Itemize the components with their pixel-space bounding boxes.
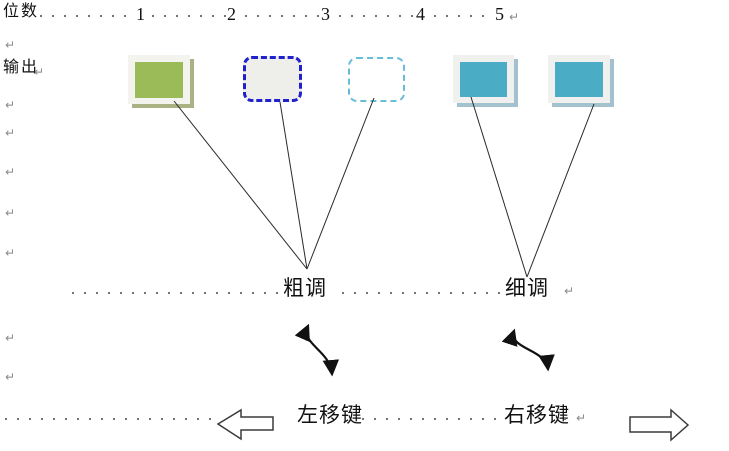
output-row-label: 输出 xyxy=(3,59,40,76)
output-box-4-fill xyxy=(460,62,507,97)
paragraph-mark-icon: ↵ xyxy=(5,165,16,179)
output-box-3-dashed-cyan[interactable] xyxy=(348,57,405,102)
right-block-arrow[interactable] xyxy=(629,408,690,442)
output-box-4-solid-teal[interactable] xyxy=(453,55,514,103)
paragraph-mark-icon: ↵ xyxy=(5,370,16,384)
output-box-1-solid-green[interactable] xyxy=(128,55,190,104)
fine-connector-lines xyxy=(470,96,595,278)
coarse-tune-label: 粗调 xyxy=(283,276,327,300)
fine-wavy-double-arrow[interactable] xyxy=(501,328,555,372)
digit-2: 2 xyxy=(227,4,236,24)
dotted-leader xyxy=(72,292,281,294)
paragraph-mark-icon: ↵ xyxy=(564,284,575,298)
digits-row-label: 位数 xyxy=(3,3,40,20)
paragraph-mark-icon: ↵ xyxy=(5,206,16,220)
paragraph-mark-icon: ↵ xyxy=(5,331,16,345)
dotted-leader xyxy=(342,292,502,294)
dotted-leader xyxy=(40,15,134,17)
digit-3: 3 xyxy=(321,4,330,24)
dotted-leader xyxy=(564,418,574,420)
digit-5: 5 xyxy=(495,4,504,24)
dotted-leader xyxy=(339,15,415,17)
output-box-2-dashed-blue[interactable] xyxy=(243,56,302,102)
dotted-leader xyxy=(245,15,320,17)
paragraph-mark-icon: ↵ xyxy=(5,126,16,140)
dotted-leader xyxy=(434,15,494,17)
coarse-connector-lines xyxy=(173,97,375,270)
dotted-leader xyxy=(362,418,501,420)
paragraph-mark-icon: ↵ xyxy=(5,98,16,112)
right-shift-key-label: 右移键 xyxy=(504,403,570,427)
output-box-5-solid-teal[interactable] xyxy=(548,55,610,103)
dotted-leader xyxy=(5,418,214,420)
paragraph-mark-icon: ↵ xyxy=(509,10,520,24)
digit-4: 4 xyxy=(416,4,425,24)
paragraph-mark-icon: ↵ xyxy=(34,65,45,79)
paragraph-mark-icon: ↵ xyxy=(5,38,16,52)
paragraph-mark-icon: ↵ xyxy=(576,411,587,425)
output-box-1-fill xyxy=(135,62,183,98)
left-shift-key-label: 左移键 xyxy=(297,403,363,427)
coarse-wavy-double-arrow[interactable] xyxy=(294,323,340,377)
digit-1: 1 xyxy=(136,4,145,24)
paragraph-mark-icon: ↵ xyxy=(5,246,16,260)
left-block-arrow[interactable] xyxy=(216,408,274,441)
output-box-5-fill xyxy=(555,62,603,97)
dotted-leader xyxy=(152,15,226,17)
fine-tune-label: 细调 xyxy=(505,276,549,300)
